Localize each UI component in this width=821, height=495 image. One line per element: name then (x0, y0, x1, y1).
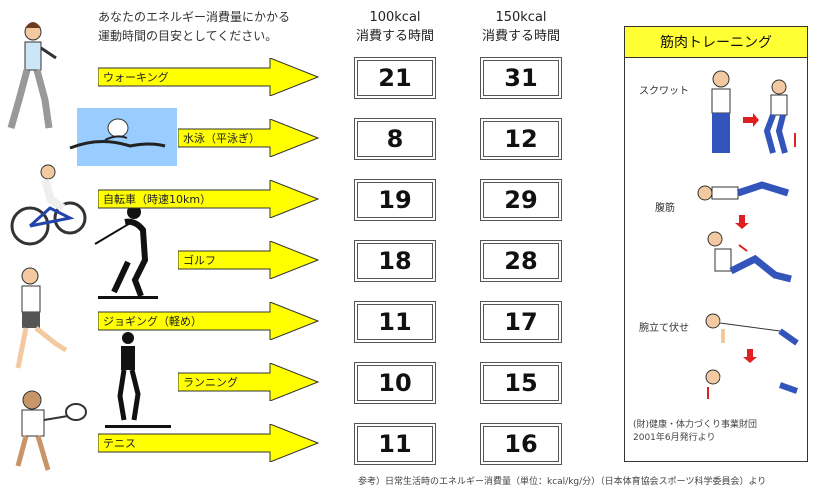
arrow-cycling: 自転車（時速10km） (98, 180, 320, 218)
exercise-label-squat: スクワット (639, 86, 689, 97)
arrow-jogging: ジョギング（軽め） (98, 302, 320, 340)
intro-line-2: 運動時間の目安としてください。 (98, 29, 278, 43)
value-box-golf-150: 28 (480, 240, 562, 282)
column-kcal: 100kcal (369, 10, 421, 25)
pushup-illustration-icon (705, 313, 799, 399)
value-box-swimming-100: 8 (354, 118, 436, 160)
activity-label: 水泳（平泳ぎ） (183, 132, 260, 145)
activity-label: ランニング (183, 376, 238, 389)
column-header-150kcal: 150kcal 消費する時間 (476, 8, 566, 46)
value-box-walking-150: 31 (480, 57, 562, 99)
value-box-running-150: 15 (480, 362, 562, 404)
swimmer-icon (69, 108, 177, 166)
activity-label: ジョギング（軽め） (103, 315, 202, 328)
intro-line-1: あなたのエネルギー消費量にかかる (98, 10, 291, 24)
column-label: 消費する時間 (355, 29, 434, 44)
minutes-value: 17 (504, 308, 538, 336)
arrow-running: ランニング (178, 363, 320, 401)
runner-icon (105, 332, 171, 428)
muscle-training-panel: 筋肉トレーニング スクワット 腹筋 腕立て伏せ (財)健康・体力づくり (624, 26, 808, 462)
value-box-swimming-150: 12 (480, 118, 562, 160)
minutes-value: 10 (378, 369, 412, 397)
value-box-tennis-100: 11 (354, 423, 436, 465)
arrow-walking: ウォーキング (98, 58, 320, 96)
minutes-value: 29 (504, 186, 538, 214)
value-box-running-100: 10 (354, 362, 436, 404)
squat-illustration-icon (711, 70, 796, 154)
minutes-value: 31 (504, 64, 538, 92)
panel-source-line-1: (財)健康・体力づくり事業財団 (633, 420, 758, 430)
minutes-value: 12 (504, 125, 538, 153)
value-box-jogging-100: 11 (354, 301, 436, 343)
value-box-tennis-150: 16 (480, 423, 562, 465)
panel-source: (財)健康・体力づくり事業財団 2001年6月発行より (633, 419, 757, 445)
minutes-value: 28 (504, 247, 538, 275)
minutes-value: 15 (504, 369, 538, 397)
golfer-icon (94, 205, 158, 299)
exercise-label-situp: 腹筋 (655, 203, 675, 214)
minutes-value: 8 (386, 125, 404, 153)
activity-illustrations (7, 22, 177, 471)
reference-footnote: 参考）日常生活時のエネルギー消費量（単位：kcal/kg/分）（日本体育協会スポ… (358, 477, 767, 487)
exercise-label-pushup: 腕立て伏せ (639, 323, 689, 334)
minutes-value: 18 (378, 247, 412, 275)
tennis-player-icon (15, 390, 87, 471)
column-label: 消費する時間 (481, 29, 560, 44)
value-box-walking-100: 21 (354, 57, 436, 99)
value-box-golf-100: 18 (354, 240, 436, 282)
value-box-jogging-150: 17 (480, 301, 562, 343)
column-header-100kcal: 100kcal 消費する時間 (350, 8, 440, 46)
walking-person-icon (7, 22, 57, 129)
arrow-golf: ゴルフ (178, 241, 320, 279)
value-box-cycling-150: 29 (480, 179, 562, 221)
activity-label: ウォーキング (103, 71, 169, 84)
panel-title: 筋肉トレーニング (625, 27, 807, 58)
activity-label: 自転車（時速10km） (103, 193, 212, 206)
minutes-value: 11 (378, 308, 412, 336)
situp-illustration-icon (697, 181, 792, 283)
arrow-swimming: 水泳（平泳ぎ） (178, 119, 320, 157)
panel-source-line-2: 2001年6月発行より (633, 433, 716, 443)
intro-text: あなたのエネルギー消費量にかかる 運動時間の目安としてください。 (98, 8, 290, 46)
minutes-value: 11 (378, 430, 412, 458)
cyclist-icon (10, 164, 87, 246)
activity-label: ゴルフ (183, 254, 216, 267)
activity-label: テニス (103, 437, 136, 450)
arrow-tennis: テニス (98, 424, 320, 462)
jogger-icon (15, 267, 68, 369)
minutes-value: 21 (378, 64, 412, 92)
minutes-value: 16 (504, 430, 538, 458)
column-kcal: 150kcal (495, 10, 547, 25)
value-box-cycling-100: 19 (354, 179, 436, 221)
minutes-value: 19 (378, 186, 412, 214)
